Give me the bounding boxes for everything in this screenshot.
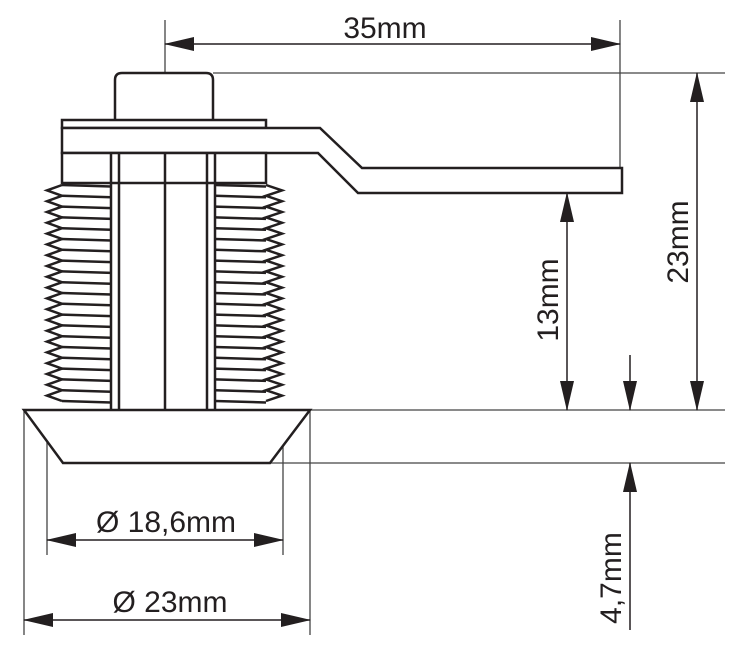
thread-line (61, 378, 112, 383)
thread-line (61, 345, 112, 350)
lever-height-label: 13mm (532, 258, 565, 341)
thread-line (61, 226, 112, 231)
thread-line (214, 324, 267, 329)
thread-line (214, 205, 267, 210)
thread-line (214, 183, 267, 188)
thread-line (214, 345, 267, 350)
thread-line (61, 302, 112, 307)
thread-line (214, 291, 267, 296)
thread-line (61, 388, 112, 393)
thread-line (61, 291, 112, 296)
total-height-label: 23mm (662, 200, 695, 283)
thread-line (61, 237, 112, 242)
thread-line (214, 270, 267, 275)
thread-line (214, 356, 267, 361)
thread-line (214, 248, 267, 253)
thread-line (61, 183, 112, 188)
thread-line (61, 259, 112, 264)
thread-line (61, 399, 112, 404)
thread-line (61, 356, 112, 361)
thread-line (61, 367, 112, 372)
flange-diameter-label: Ø 23mm (112, 586, 227, 619)
thread-line (214, 313, 267, 318)
thread-line (214, 237, 267, 242)
thread (43, 183, 286, 404)
thread-line (61, 205, 112, 210)
thread-line (214, 216, 267, 221)
thread-line (214, 194, 267, 199)
thread-line (61, 270, 112, 275)
thread-line (61, 313, 112, 318)
thread-line (214, 399, 267, 404)
thread-right-profile (262, 183, 286, 403)
thread-line (61, 334, 112, 339)
thread-line (214, 302, 267, 307)
key-cap (113, 71, 215, 120)
thread-line (214, 280, 267, 285)
thread-line (214, 334, 267, 339)
thread-line (61, 194, 112, 199)
thread-line (61, 324, 112, 329)
thread-line (214, 367, 267, 372)
thread-line (61, 216, 112, 221)
thread-left-profile (43, 183, 66, 403)
thread-line (214, 226, 267, 231)
lock-body (21, 71, 624, 465)
thread-line (214, 259, 267, 264)
flange (21, 408, 313, 465)
dimension-lines (23, 37, 704, 630)
thread-line (214, 388, 267, 393)
lever-length-label: 35mm (343, 12, 426, 45)
thread-line (214, 378, 267, 383)
thread-line (61, 280, 112, 285)
thread-line (61, 248, 112, 253)
thread-diameter-label: Ø 18,6mm (96, 506, 236, 539)
flange-thickness-label: 4,7mm (595, 532, 628, 624)
